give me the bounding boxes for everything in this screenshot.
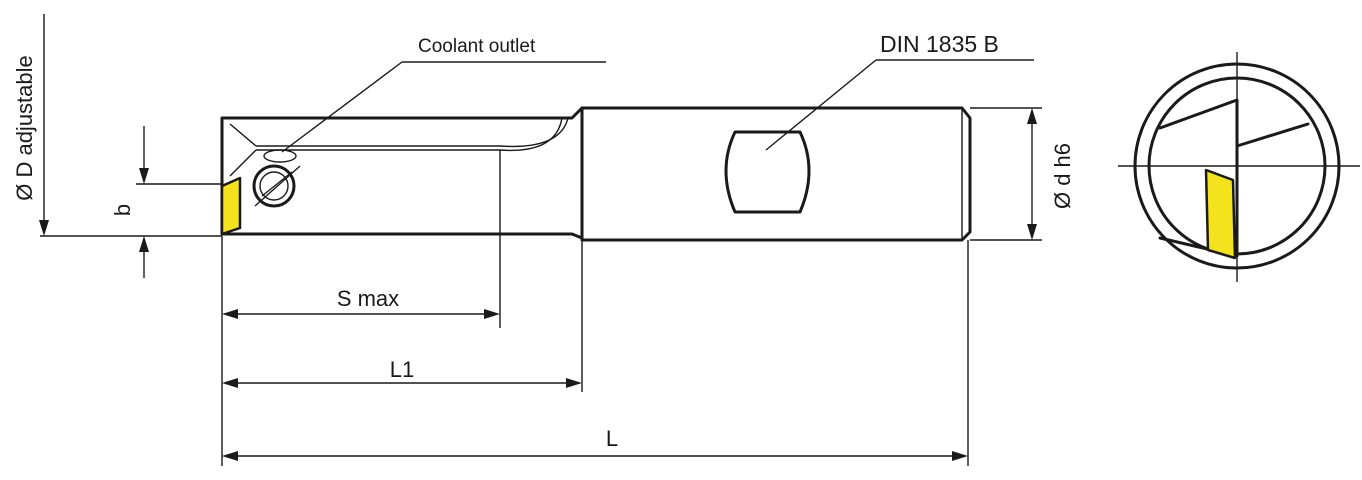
dim-arrow-b-top bbox=[139, 168, 149, 184]
front-chamfer-line-top bbox=[229, 123, 257, 147]
dim-arrow-l1-right bbox=[566, 378, 582, 388]
label-din-1835-b: DIN 1835 B bbox=[880, 31, 999, 57]
flute-curve-inner bbox=[256, 117, 563, 152]
label-coolant-outlet: Coolant outlet bbox=[418, 36, 536, 57]
dim-arrow-s-max-right bbox=[484, 309, 500, 319]
label-b: b bbox=[110, 204, 135, 216]
bar-body-outline bbox=[220, 106, 584, 240]
clamping-flat bbox=[724, 130, 811, 214]
end-view-flat-line bbox=[1235, 122, 1310, 148]
clamp-screw-outer bbox=[252, 164, 296, 208]
label-l: L bbox=[606, 426, 618, 451]
dim-arrow-shank-bottom bbox=[1027, 224, 1037, 240]
label-diameter-d-adjustable: Ø D adjustable bbox=[12, 55, 37, 201]
dim-arrow-shank-top bbox=[1027, 108, 1037, 124]
end-view-bar-profile bbox=[1158, 98, 1239, 258]
label-s-max: S max bbox=[337, 286, 399, 311]
clamp-screw-slot bbox=[261, 171, 293, 197]
flute-curve bbox=[256, 117, 569, 148]
label-shank-diameter-h6: Ø d h6 bbox=[1050, 143, 1075, 209]
shank-outline bbox=[580, 106, 972, 242]
cutting-insert bbox=[220, 176, 242, 236]
end-view-insert bbox=[1204, 168, 1237, 260]
dim-arrow-b-bottom bbox=[139, 236, 149, 252]
clamp-screw-inner bbox=[259, 171, 289, 201]
tool-side-view bbox=[220, 106, 972, 242]
dim-arrow-s-max-left bbox=[222, 309, 238, 319]
dim-arrow-diameter-d bbox=[39, 220, 49, 236]
labels: Ø D adjustable b Coolant outlet DIN 1835… bbox=[12, 31, 1075, 451]
front-chamfer-line-bottom bbox=[229, 149, 257, 177]
label-l1: L1 bbox=[390, 357, 414, 382]
leader-din bbox=[765, 59, 877, 151]
dim-arrow-l1-left bbox=[222, 378, 238, 388]
coolant-outlet-ellipse bbox=[263, 149, 297, 163]
clamp-screw-slot-2 bbox=[254, 165, 301, 207]
tool-end-view bbox=[1118, 52, 1360, 282]
dim-arrow-l-right bbox=[952, 451, 968, 461]
dimension-lines bbox=[39, 14, 1042, 466]
dim-arrow-l-left bbox=[222, 451, 238, 461]
leader-coolant bbox=[281, 61, 403, 153]
